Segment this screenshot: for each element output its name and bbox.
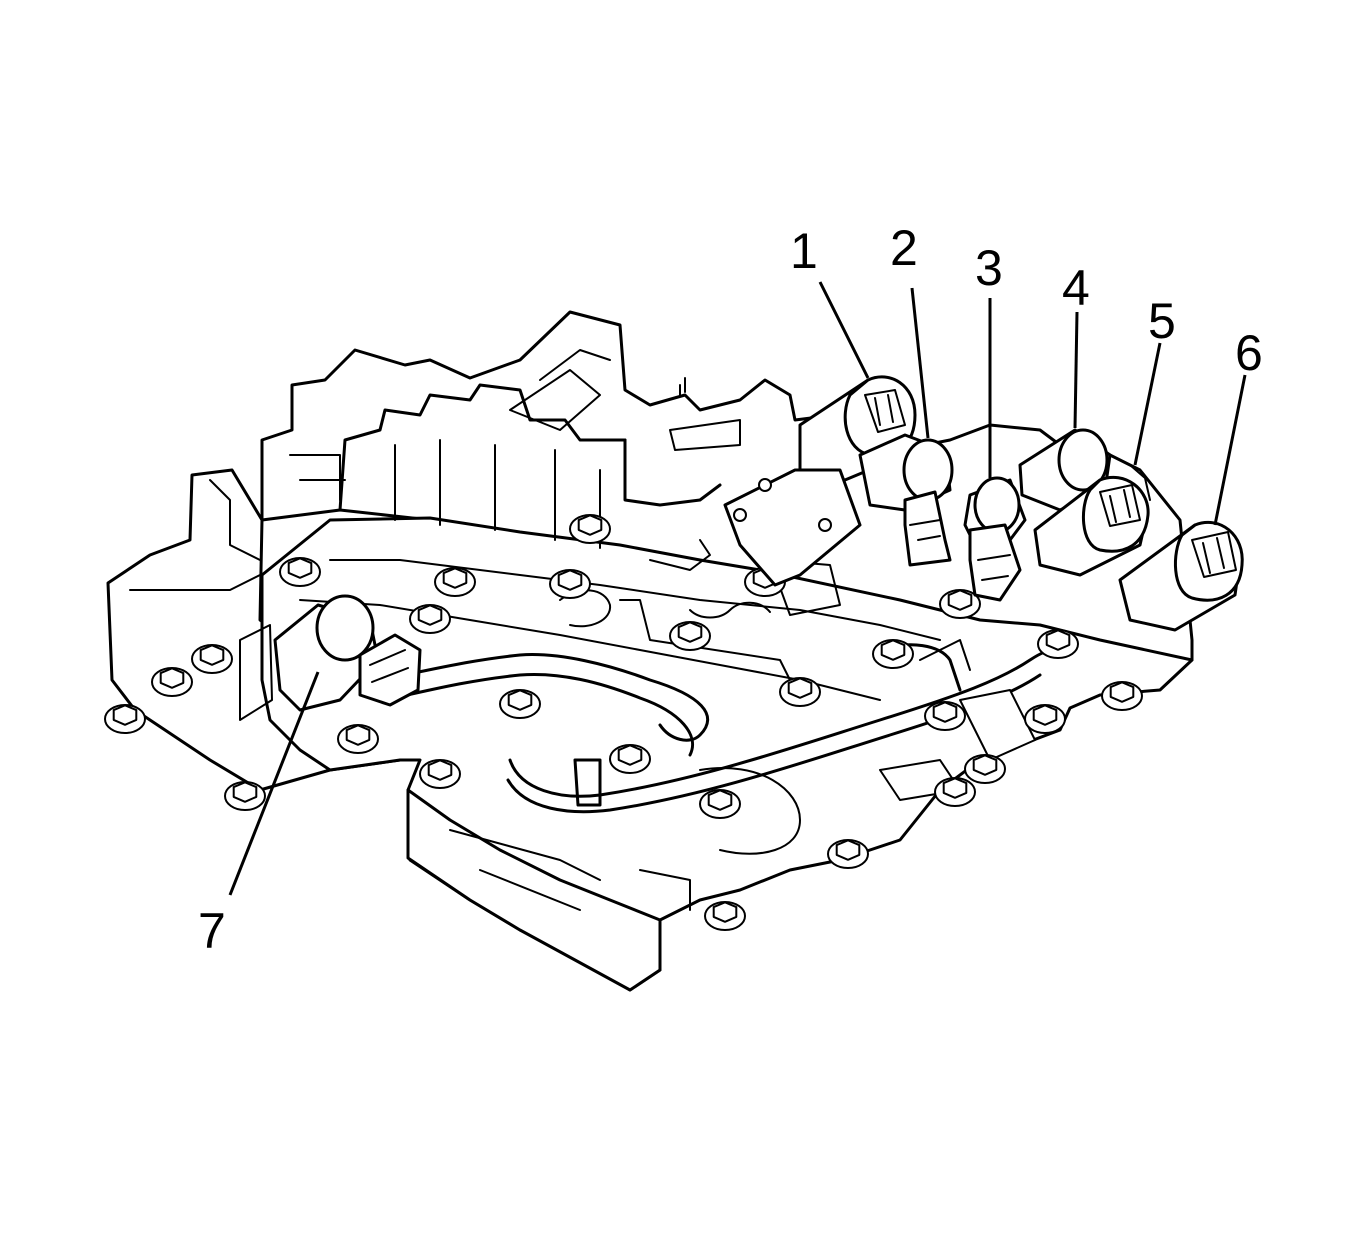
bolt-head	[1109, 681, 1135, 703]
bolt-head	[787, 677, 813, 699]
leader-line-6	[1213, 374, 1247, 526]
bolt-head	[345, 724, 371, 746]
bolt-head	[617, 744, 643, 766]
callout-6: 6	[1235, 325, 1263, 381]
leader-line-4	[1073, 311, 1079, 429]
bolt-head	[932, 701, 958, 723]
solenoid-5	[1033, 464, 1151, 577]
bolt-head	[712, 901, 738, 923]
bolt-head	[232, 781, 258, 803]
bolt-head	[199, 644, 225, 666]
mounting-bolts	[104, 514, 1143, 931]
bolt-head	[972, 754, 998, 776]
bolt-head	[577, 514, 603, 536]
bolt-head	[557, 569, 583, 591]
solenoid-7	[239, 594, 422, 721]
bolt-head	[427, 759, 453, 781]
bolt-head	[942, 777, 968, 799]
wiring-harness	[378, 639, 1064, 814]
leader-line-1	[818, 281, 870, 379]
callout-1: 1	[790, 223, 818, 279]
bolt-head	[880, 639, 906, 661]
callout-4: 4	[1062, 260, 1090, 316]
bolt-head	[1045, 629, 1071, 651]
bolt-head	[442, 567, 468, 589]
valve-body-housing	[106, 310, 1194, 992]
leader-line-5	[1133, 342, 1162, 466]
bolt-head	[287, 557, 313, 579]
callout-5: 5	[1148, 293, 1176, 349]
solenoid-2	[858, 433, 954, 567]
solenoid-6	[1118, 520, 1244, 632]
leader-lines	[228, 281, 1247, 896]
solenoid-3	[963, 476, 1027, 602]
bolt-head	[112, 704, 138, 726]
bolt-head	[507, 689, 533, 711]
callout-7: 7	[198, 903, 226, 959]
callout-2: 2	[890, 220, 918, 276]
bolt-head	[835, 839, 861, 861]
bolt-head	[1032, 704, 1058, 726]
bolt-head	[707, 789, 733, 811]
leader-line-7	[228, 671, 320, 896]
bolt-head	[159, 667, 185, 689]
callout-labels: 1 2 3 4 5 6 7	[198, 220, 1263, 959]
leader-line-2	[910, 287, 930, 439]
bolt-head	[677, 621, 703, 643]
callout-3: 3	[975, 240, 1003, 296]
bolt-head	[947, 589, 973, 611]
bolt-head	[417, 604, 443, 626]
